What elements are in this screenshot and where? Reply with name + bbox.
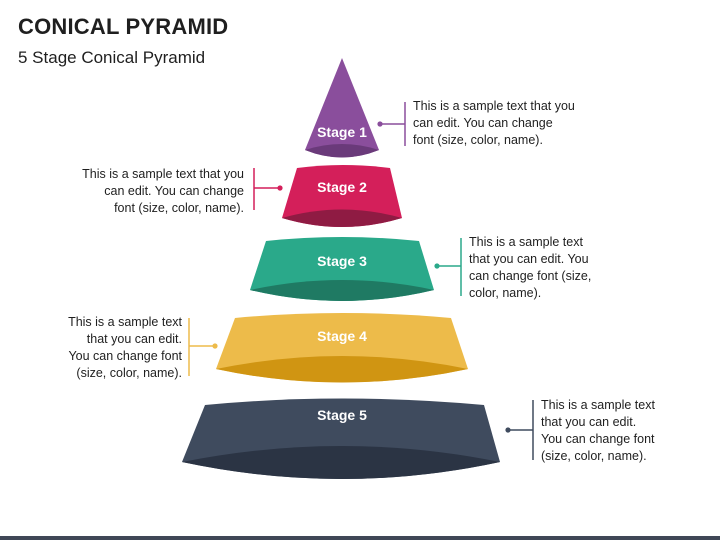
desc-line: This is a sample text xyxy=(469,235,583,249)
desc-line: You can change font xyxy=(68,349,182,363)
desc-line: color, name). xyxy=(469,286,542,300)
stage-1-label: Stage 1 xyxy=(317,124,367,140)
desc-line: This is a sample text xyxy=(68,315,182,329)
page-subtitle: 5 Stage Conical Pyramid xyxy=(18,48,206,67)
stage-3-label: Stage 3 xyxy=(317,253,367,269)
connector-3 xyxy=(434,238,462,296)
desc-line: can edit. You can change xyxy=(413,116,553,130)
desc-line: can edit. You can change xyxy=(104,184,244,198)
connector-4 xyxy=(188,318,218,376)
stage-1[interactable]: Stage 1 xyxy=(305,58,379,158)
desc-line: This is a sample text xyxy=(541,398,655,412)
stage-5-description: This is a sample text that you can edit.… xyxy=(541,397,655,465)
stage-3-description: This is a sample text that you can edit.… xyxy=(469,234,591,302)
connector-1 xyxy=(377,102,406,146)
stage-4-label: Stage 4 xyxy=(317,328,367,344)
page-title: CONICAL PYRAMID xyxy=(18,14,229,39)
desc-line: You can change font xyxy=(541,432,655,446)
desc-line: (size, color, name). xyxy=(76,366,182,380)
connector-2 xyxy=(253,168,283,210)
connector-5 xyxy=(505,400,534,460)
desc-line: that you can edit. You xyxy=(469,252,589,266)
footer-bar xyxy=(0,536,720,540)
stage-2[interactable]: Stage 2 xyxy=(282,165,402,227)
stage-2-description: This is a sample text that you can edit.… xyxy=(82,166,244,217)
stage-3[interactable]: Stage 3 xyxy=(250,237,434,301)
stage-5[interactable]: Stage 5 xyxy=(182,398,500,480)
stage-5-label: Stage 5 xyxy=(317,407,367,423)
desc-line: font (size, color, name). xyxy=(114,201,244,215)
stage-2-label: Stage 2 xyxy=(317,179,367,195)
stage-1-description: This is a sample text that you can edit.… xyxy=(413,98,575,149)
desc-line: that you can edit. xyxy=(86,332,182,346)
desc-line: This is a sample text that you xyxy=(413,99,575,113)
desc-line: This is a sample text that you xyxy=(82,167,244,181)
desc-line: that you can edit. xyxy=(541,415,637,429)
desc-line: font (size, color, name). xyxy=(413,133,543,147)
stage-4[interactable]: Stage 4 xyxy=(216,313,468,383)
desc-line: can change font (size, xyxy=(469,269,592,283)
stage-4-description: This is a sample text that you can edit.… xyxy=(68,314,182,382)
desc-line: (size, color, name). xyxy=(541,449,647,463)
